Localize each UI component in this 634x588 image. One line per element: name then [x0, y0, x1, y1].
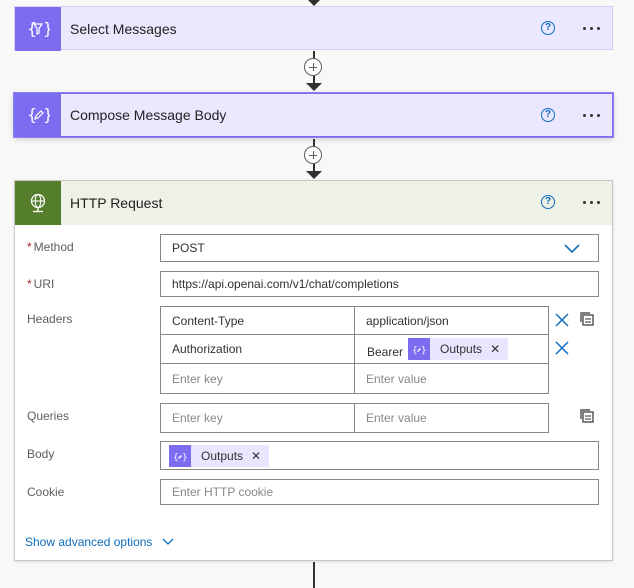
svg-text:}: }	[421, 346, 426, 355]
chevron-down-icon	[162, 538, 174, 545]
uri-value: https://api.openai.com/v1/chat/completio…	[172, 277, 399, 291]
help-icon[interactable]: ?	[541, 21, 555, 35]
chevron-down-icon[interactable]	[564, 244, 580, 254]
header-value-input[interactable]: Enter value	[354, 363, 549, 394]
svg-text:}: }	[182, 453, 187, 462]
uri-input[interactable]: https://api.openai.com/v1/chat/completio…	[160, 271, 599, 297]
queries-label: Queries	[27, 409, 70, 423]
outputs-token[interactable]: {} Outputs ✕	[408, 338, 509, 360]
cookie-input[interactable]: Enter HTTP cookie	[160, 479, 599, 505]
svg-text:}: }	[43, 19, 50, 38]
more-options-icon[interactable]	[583, 27, 600, 30]
outputs-token[interactable]: {} Outputs ✕	[169, 444, 270, 467]
method-label: *Method	[27, 240, 74, 254]
body-label: Body	[27, 447, 55, 461]
query-value-input[interactable]: Enter value	[354, 403, 549, 433]
data-compose-icon: {}	[169, 444, 191, 467]
delete-row-icon[interactable]	[555, 341, 569, 355]
more-options-icon[interactable]	[583, 114, 600, 117]
remove-token-icon[interactable]: ✕	[490, 342, 501, 356]
card-title: Select Messages	[70, 21, 177, 37]
svg-text:{: {	[173, 453, 179, 462]
query-key-input[interactable]: Enter key	[160, 403, 355, 433]
method-value: POST	[172, 241, 205, 255]
headers-label: Headers	[27, 312, 73, 326]
connector-arrow	[306, 0, 322, 6]
header-value-input[interactable]: Bearer {} Outputs ✕	[354, 334, 549, 364]
add-step-plus-icon[interactable]	[304, 58, 322, 76]
globe-icon	[15, 181, 61, 225]
header-key-input[interactable]: Content-Type	[160, 306, 355, 335]
card-title: HTTP Request	[70, 195, 163, 211]
body-input[interactable]: {} Outputs ✕	[160, 441, 599, 470]
svg-text:{: {	[27, 19, 37, 38]
method-select[interactable]: POST	[160, 234, 599, 262]
more-options-icon[interactable]	[583, 201, 600, 204]
connector-line	[313, 562, 315, 588]
cookie-label: Cookie	[27, 485, 65, 499]
card-header[interactable]: { } Compose Message Body ?	[15, 94, 612, 136]
header-key-input[interactable]: Authorization	[160, 334, 355, 364]
select-messages-card[interactable]: { } Select Messages ?	[14, 6, 613, 51]
card-title: Compose Message Body	[70, 107, 227, 123]
help-icon[interactable]: ?	[541, 195, 555, 209]
svg-text:{: {	[27, 105, 37, 124]
card-header[interactable]: HTTP Request ?	[15, 181, 612, 225]
switch-to-text-icon[interactable]	[579, 408, 595, 424]
switch-to-text-icon[interactable]	[579, 311, 595, 327]
show-advanced-options-link[interactable]: Show advanced options	[25, 535, 174, 549]
svg-text:{: {	[412, 346, 418, 355]
remove-token-icon[interactable]: ✕	[251, 448, 262, 463]
http-request-card[interactable]: HTTP Request ? *Method POST *URI https:/…	[14, 180, 613, 561]
connector-arrow	[306, 83, 322, 91]
uri-label: *URI	[27, 277, 55, 291]
add-step-plus-icon[interactable]	[304, 146, 322, 164]
header-value-input[interactable]: application/json	[354, 306, 549, 335]
help-icon[interactable]: ?	[541, 108, 555, 122]
compose-message-body-card[interactable]: { } Compose Message Body ?	[14, 93, 613, 137]
data-compose-icon: {}	[408, 338, 431, 360]
connector-arrow	[306, 171, 322, 179]
header-key-input[interactable]: Enter key	[160, 363, 355, 394]
svg-text:}: }	[43, 105, 50, 124]
data-select-icon: { }	[15, 7, 61, 51]
delete-row-icon[interactable]	[555, 313, 569, 327]
card-header[interactable]: { } Select Messages ?	[15, 7, 612, 51]
data-compose-icon: { }	[15, 94, 61, 136]
